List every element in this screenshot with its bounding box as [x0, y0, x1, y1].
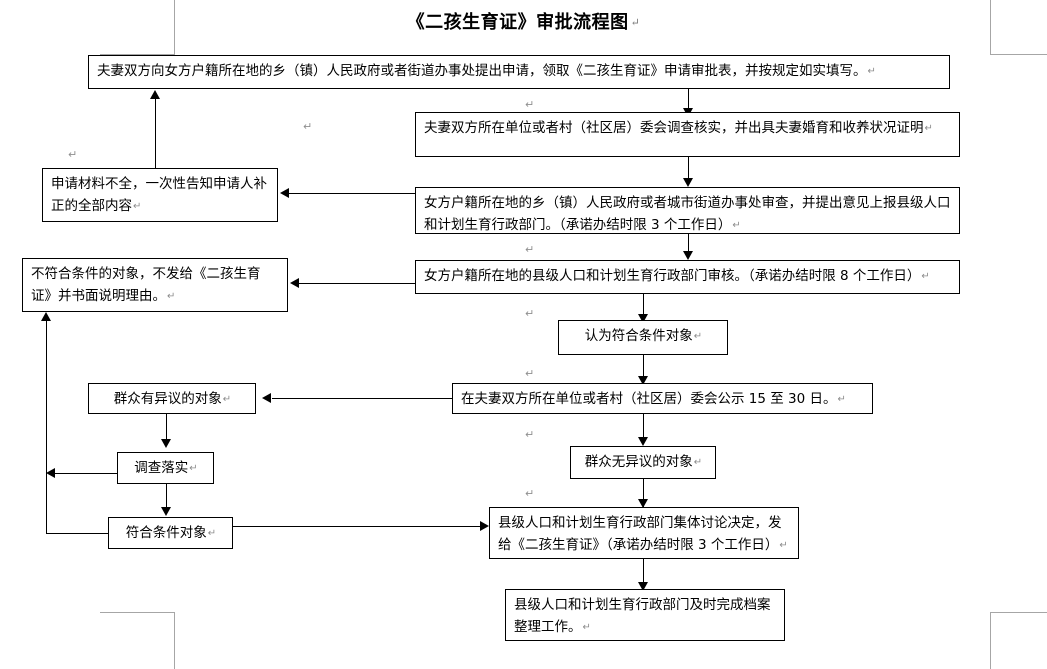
- box-text: 认为符合条件对象: [584, 328, 693, 344]
- box-text: 女方户籍所在地的乡（镇）人民政府或者城市街道办事处审查，并提出意见上报县级人口和…: [424, 195, 951, 233]
- box-text: 符合条件对象: [125, 525, 207, 541]
- box-with-objection[interactable]: 群众有异议的对象↵: [88, 383, 256, 414]
- box-no-objection[interactable]: 群众无异议的对象↵: [570, 446, 716, 479]
- paragraph-mark-icon: ↵: [779, 540, 788, 551]
- stray-paragraph-mark-icon: ↵: [525, 98, 535, 111]
- box-text: 不符合条件的对象，不发给《二孩生育证》并书面说明理由。: [31, 266, 261, 304]
- box-incomplete-materials[interactable]: 申请材料不全，一次性告知申请人补正的全部内容↵: [42, 168, 278, 222]
- page-title: 《二孩生育证》审批流程图↵: [0, 8, 1047, 34]
- arrow-down-icon: [161, 439, 171, 448]
- box-text: 夫妻双方所在单位或者村（社区居）委会调查核实，并出具夫妻婚育和收养状况证明: [424, 120, 924, 136]
- arrow-left-icon: [262, 393, 271, 403]
- connector-no-objection-to-decision: [643, 479, 644, 507]
- stray-paragraph-mark-icon: ↵: [525, 367, 535, 380]
- box-text: 在夫妻双方所在单位或者村（社区居）委会公示 15 至 30 日。: [461, 391, 837, 407]
- box-text: 县级人口和计划生育行政部门及时完成档案整理工作。: [514, 597, 771, 635]
- paragraph-mark-icon: ↵: [732, 220, 741, 231]
- connector-county-to-deemed: [643, 294, 644, 320]
- paragraph-mark-icon: ↵: [167, 291, 176, 302]
- paragraph-mark-icon: ↵: [133, 201, 142, 212]
- arrow-left-icon: [280, 188, 289, 198]
- stray-paragraph-mark-icon: ↵: [525, 428, 535, 441]
- stray-paragraph-mark-icon: ↵: [525, 307, 535, 320]
- paragraph-mark-icon: ↵: [207, 528, 217, 539]
- paragraph-mark-icon: ↵: [693, 457, 703, 468]
- box-text: 女方户籍所在地的县级人口和计划生育行政部门审核。（承诺办结时限 8 个工作日）: [424, 268, 921, 284]
- paragraph-mark-icon: ↵: [837, 394, 846, 405]
- box-submit-application[interactable]: 夫妻双方向女方户籍所在地的乡（镇）人民政府或者街道办事处提出申请，领取《二孩生育…: [88, 55, 950, 89]
- connector-qualified-to-decision: [233, 526, 481, 527]
- crop-mark-top-left: [100, 0, 175, 55]
- box-text: 县级人口和计划生育行政部门集体讨论决定，发给《二孩生育证》（承诺办结时限 3 个…: [498, 515, 782, 553]
- box-investigate[interactable]: 调查落实↵: [117, 452, 214, 484]
- paragraph-mark-icon: ↵: [189, 463, 198, 474]
- connector-publicize-to-objection: [272, 398, 452, 399]
- connector-township-to-incomplete: [288, 193, 417, 194]
- arrow-right-icon: [480, 521, 489, 531]
- connector-publicize-to-no-objection: [643, 414, 644, 444]
- box-collective-decision-issue[interactable]: 县级人口和计划生育行政部门集体讨论决定，发给《二孩生育证》（承诺办结时限 3 个…: [489, 507, 799, 559]
- box-publicize[interactable]: 在夫妻双方所在单位或者村（社区居）委会公示 15 至 30 日。↵: [452, 383, 873, 414]
- paragraph-mark-icon: ↵: [582, 622, 591, 633]
- box-text: 群众有异议的对象: [113, 391, 222, 407]
- box-text: 群众无异议的对象: [584, 454, 693, 470]
- arrow-up-icon: [150, 90, 160, 99]
- box-text: 夫妻双方向女方户籍所在地的乡（镇）人民政府或者街道办事处提出申请，领取《二孩生育…: [97, 63, 867, 79]
- arrow-left-icon: [46, 468, 55, 478]
- stray-paragraph-mark-icon: ↵: [525, 243, 535, 256]
- connector-incomplete-to-apply: [155, 98, 156, 168]
- connector-objection-to-investigate: [166, 414, 167, 446]
- crop-mark-bottom-left: [100, 612, 175, 669]
- crop-mark-top-right: [990, 0, 1047, 55]
- paragraph-mark-icon: ↵: [867, 66, 876, 77]
- connector-qualified-base-to-riser: [46, 533, 116, 534]
- arrow-down-icon: [638, 376, 648, 385]
- connector-decision-to-archive: [643, 559, 644, 589]
- connector-investigate-to-riser: [55, 473, 117, 474]
- connector-left-riser-to-not-qualified: [46, 320, 47, 534]
- box-text: 申请材料不全，一次性告知申请人补正的全部内容: [51, 176, 267, 214]
- connector-deemed-to-publicize: [643, 355, 644, 383]
- connector-verify-to-township: [688, 157, 689, 182]
- box-deemed-qualified[interactable]: 认为符合条件对象↵: [558, 320, 728, 355]
- arrow-down-icon: [638, 499, 648, 508]
- page-title-text: 《二孩生育证》审批流程图: [406, 12, 629, 33]
- arrow-down-icon: [161, 507, 171, 516]
- arrow-down-icon: [638, 582, 648, 591]
- arrow-down-icon: [683, 178, 693, 187]
- connector-investigate-to-qualified: [166, 484, 167, 514]
- paragraph-mark-icon: ↵: [693, 331, 703, 342]
- stray-paragraph-mark-icon: ↵: [68, 148, 78, 161]
- stray-paragraph-mark-icon: ↵: [303, 120, 313, 133]
- stray-paragraph-mark-icon: ↵: [525, 487, 535, 500]
- arrow-down-icon: [638, 437, 648, 446]
- box-text: 调查落实: [134, 460, 189, 476]
- crop-mark-bottom-right: [990, 612, 1047, 669]
- paragraph-mark-icon: ↵: [921, 271, 930, 282]
- arrow-down-icon: [638, 314, 648, 323]
- box-township-review[interactable]: 女方户籍所在地的乡（镇）人民政府或者城市街道办事处审查，并提出意见上报县级人口和…: [415, 187, 960, 234]
- box-archive[interactable]: 县级人口和计划生育行政部门及时完成档案整理工作。↵: [505, 589, 785, 641]
- arrow-left-icon: [290, 278, 299, 288]
- box-qualified[interactable]: 符合条件对象↵: [108, 517, 233, 549]
- connector-apply-to-verify: [688, 88, 689, 112]
- connector-county-to-not-qualified: [298, 283, 416, 284]
- box-unit-village-verify[interactable]: 夫妻双方所在单位或者村（社区居）委会调查核实，并出具夫妻婚育和收养状况证明↵: [415, 112, 960, 157]
- arrow-down-icon: [683, 251, 693, 260]
- paragraph-mark-icon: ↵: [924, 123, 933, 134]
- box-not-qualified[interactable]: 不符合条件的对象，不发给《二孩生育证》并书面说明理由。↵: [22, 258, 288, 312]
- arrow-up-icon: [41, 312, 51, 321]
- paragraph-mark-icon: ↵: [630, 16, 641, 29]
- box-county-check[interactable]: 女方户籍所在地的县级人口和计划生育行政部门审核。（承诺办结时限 8 个工作日）↵: [415, 260, 960, 294]
- paragraph-mark-icon: ↵: [222, 394, 232, 405]
- connector-township-to-county: [688, 234, 689, 256]
